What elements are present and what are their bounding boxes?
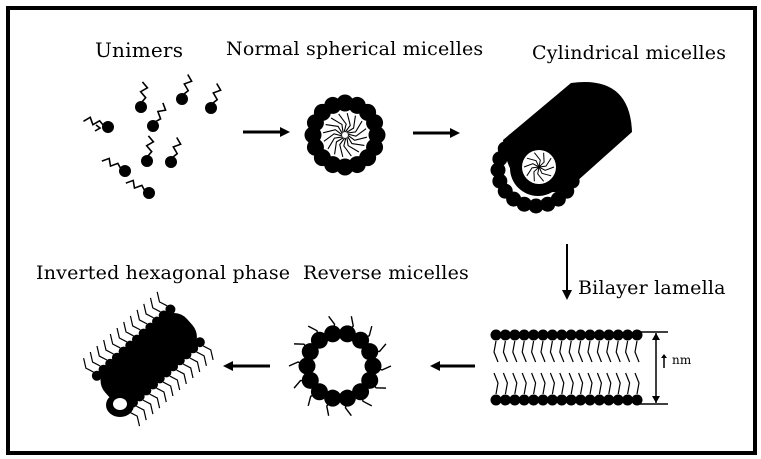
label-bilayer-lamella: Bilayer lamella	[578, 277, 726, 299]
cylindrical-micelle-illustration	[491, 82, 633, 213]
label-inverted-hexagonal-phase: Inverted hexagonal phase	[36, 262, 290, 284]
arrow-left-icon	[430, 361, 475, 371]
arrow-right-icon	[413, 128, 460, 138]
label-normal-spherical-micelles: Normal spherical micelles	[226, 38, 483, 60]
label-reverse-micelles: Reverse micelles	[303, 262, 469, 284]
arrow-right-icon	[243, 127, 290, 137]
bilayer-lamella-illustration	[491, 330, 643, 406]
label-unimers: Unimers	[95, 38, 183, 62]
arrow-down-icon	[562, 244, 572, 300]
reverse-micelle-illustration	[289, 316, 391, 415]
inverted-hexagonal-illustration	[78, 289, 219, 428]
unimers-illustration	[83, 74, 220, 199]
label-cylindrical-micelles: Cylindrical micelles	[532, 42, 726, 64]
spherical-micelle-illustration	[305, 95, 386, 176]
label-thickness-unit: nm	[672, 353, 692, 367]
thickness-dimension-icon	[640, 332, 668, 404]
arrow-left-icon	[223, 361, 270, 371]
